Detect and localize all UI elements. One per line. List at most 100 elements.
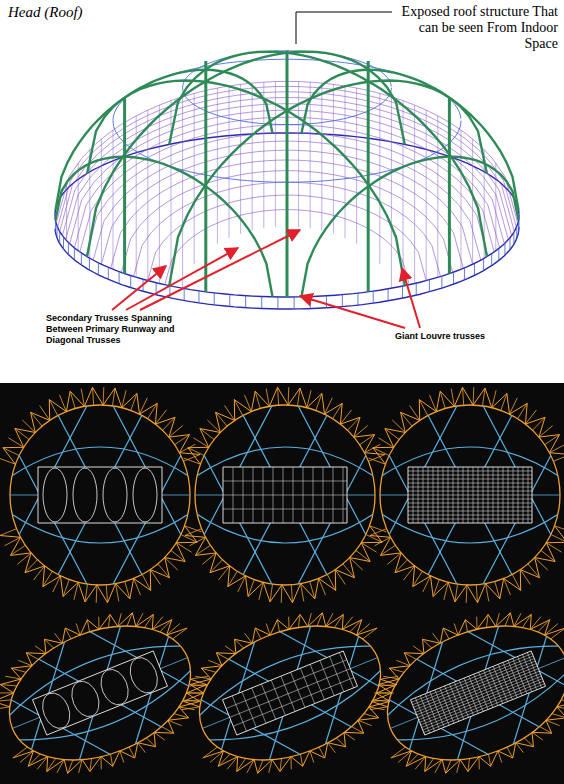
louvre-truss xyxy=(408,499,532,500)
callout-label: Secondary Trusses Spanning Between Prima… xyxy=(46,313,204,346)
edge-spike xyxy=(555,526,564,532)
edge-spike xyxy=(339,617,355,630)
diagonal-truss xyxy=(230,684,376,784)
edge-spike xyxy=(553,455,564,462)
edge-spike xyxy=(154,730,165,743)
louvre-truss xyxy=(223,481,347,482)
edge-spike xyxy=(361,628,379,639)
edge-zigzag xyxy=(0,526,197,603)
diagonal-truss xyxy=(100,661,246,784)
edge-zigzag xyxy=(370,526,564,603)
runway-truss xyxy=(448,98,451,274)
louvre-truss xyxy=(101,139,102,264)
rim-tick xyxy=(513,232,514,244)
louvre-truss xyxy=(408,487,532,488)
louvre-truss xyxy=(417,666,538,715)
louvre-truss xyxy=(133,468,157,522)
edge-spike xyxy=(389,747,407,758)
dome-rim xyxy=(380,405,560,585)
edge-spike xyxy=(96,585,98,603)
rim-tick xyxy=(245,296,246,308)
edge-spike xyxy=(344,730,355,743)
louvre-truss xyxy=(495,163,496,251)
louvre-truss xyxy=(66,181,67,241)
louvre-truss xyxy=(424,684,545,733)
rim-tick xyxy=(402,286,403,298)
edge-spike xyxy=(35,643,46,656)
rim-tick xyxy=(198,291,199,303)
dome-study xyxy=(0,535,351,784)
edge-spike xyxy=(473,617,482,630)
louvre-truss xyxy=(416,664,537,713)
rim-tick xyxy=(326,296,327,308)
louvre-truss xyxy=(333,84,334,233)
leader-line xyxy=(296,12,392,44)
edge-zigzag xyxy=(188,387,385,464)
louvre-truss xyxy=(67,677,104,720)
louvre-truss xyxy=(103,468,127,522)
rim-tick xyxy=(57,226,58,238)
rim-tick xyxy=(429,280,430,292)
diagonal-truss xyxy=(169,81,487,286)
edge-spike xyxy=(186,687,203,699)
louvre-truss xyxy=(226,660,347,709)
edge-spike xyxy=(168,716,182,729)
rim-tick xyxy=(373,291,374,303)
louvre-band xyxy=(223,651,358,735)
louvre-truss xyxy=(408,491,532,492)
red-arrow xyxy=(126,248,238,310)
louvre-truss xyxy=(345,86,346,238)
louvre-truss xyxy=(408,515,532,516)
louvre-truss xyxy=(223,509,347,510)
edge-spike xyxy=(0,529,17,536)
diagonal-truss xyxy=(56,70,273,210)
red-arrow xyxy=(402,268,420,328)
edge-spike xyxy=(473,387,475,405)
louvre-truss xyxy=(472,139,473,264)
louvre-band xyxy=(411,651,546,735)
red-arrow xyxy=(300,296,405,328)
runway-truss xyxy=(123,98,126,274)
edge-spike xyxy=(171,628,189,639)
edge-spike xyxy=(374,687,391,699)
louvre-truss xyxy=(408,519,532,520)
louvre-truss xyxy=(230,669,351,718)
edge-spike xyxy=(413,643,424,656)
louvre-truss xyxy=(321,83,322,231)
edge-spike xyxy=(18,656,32,669)
figure-title: Head (Roof) xyxy=(8,3,83,21)
dome-rim xyxy=(10,405,190,585)
edge-spike xyxy=(396,656,410,669)
louvre-truss xyxy=(408,475,532,476)
louvre-band xyxy=(408,467,532,523)
rim-tick xyxy=(261,297,262,309)
red-arrow xyxy=(140,230,300,310)
diagonal-truss xyxy=(302,157,519,297)
rim-tick xyxy=(416,283,417,295)
louvre-truss xyxy=(96,665,133,708)
dome-study xyxy=(240,387,564,603)
louvre-truss xyxy=(43,468,67,522)
rim-tick xyxy=(229,294,230,306)
rim-tick xyxy=(491,254,492,266)
louvre-truss xyxy=(423,681,544,730)
diagonal-truss xyxy=(100,661,246,784)
diagonal-truss xyxy=(55,400,155,590)
louvre-truss xyxy=(408,503,532,504)
louvre-truss xyxy=(240,84,241,233)
louvre-truss xyxy=(414,105,415,284)
louvre-truss xyxy=(182,97,183,289)
louvre-truss xyxy=(229,86,230,238)
rim-tick xyxy=(119,272,120,284)
leader-lines xyxy=(112,12,420,328)
callout-note: Exposed roof structure That can be seen … xyxy=(396,4,558,52)
runway-truss xyxy=(202,658,377,729)
rim-tick xyxy=(130,276,131,288)
rim-tick xyxy=(68,242,69,254)
edge-spike xyxy=(475,757,484,770)
louvre-truss xyxy=(420,674,541,723)
rim-tick xyxy=(498,248,499,260)
louvre-band xyxy=(223,467,347,523)
edge-spike xyxy=(358,716,372,729)
edge-spike xyxy=(185,529,202,536)
